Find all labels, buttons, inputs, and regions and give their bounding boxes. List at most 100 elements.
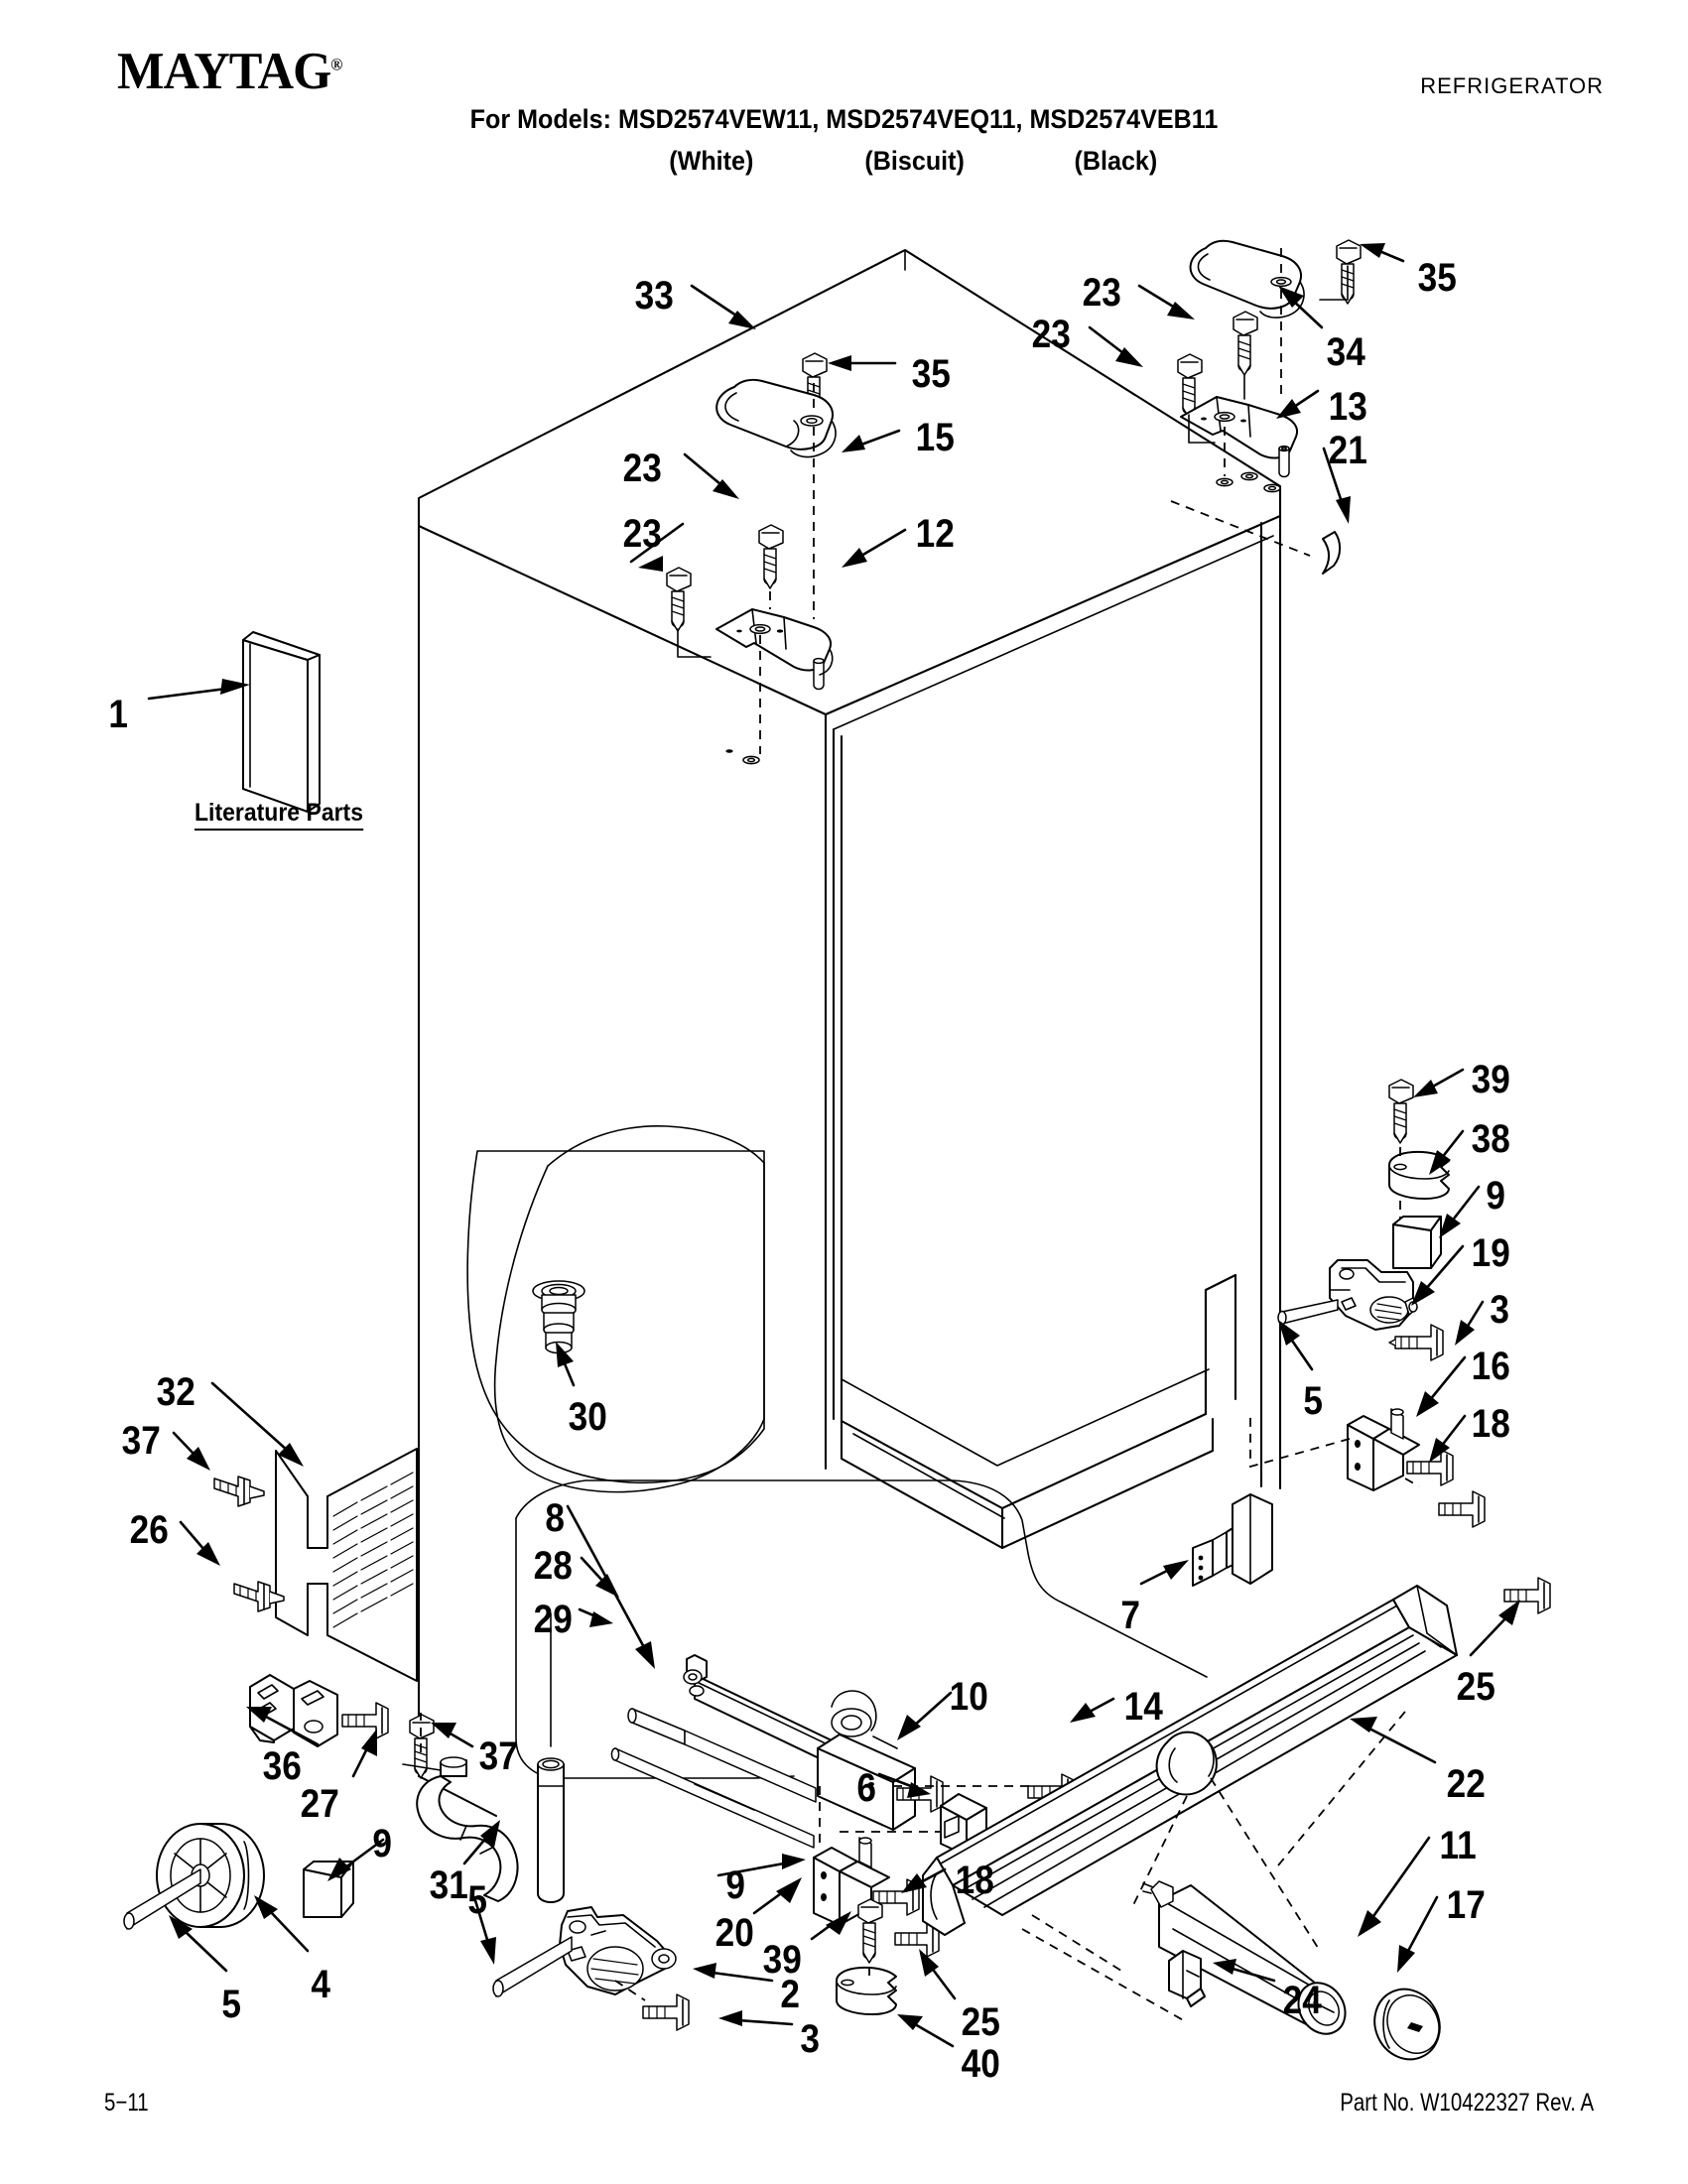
part-15-top-hinge-cover	[715, 378, 837, 458]
part-9-spacer-bottom-left	[303, 1861, 354, 1918]
cabinet-liner-outline	[466, 1150, 765, 1484]
callout-2: 2	[780, 1973, 800, 2016]
maytag-logo: MAYTAG®	[117, 42, 342, 101]
callout-9-center: 9	[725, 1863, 745, 1907]
callout-39-bottom: 39	[762, 1938, 802, 1982]
part-26-grille-screw-lower	[233, 1581, 285, 1612]
liner-contour	[493, 1124, 765, 1493]
page-number: 5−11	[104, 2089, 149, 2117]
part-9-spacer-right-mid	[1392, 1216, 1442, 1269]
part-5-hinge-pin-right-mid	[1277, 1299, 1339, 1326]
callout-5-bottom-left: 5	[221, 1983, 241, 2026]
callout-35-right: 35	[1417, 256, 1457, 300]
callout-32: 32	[156, 1370, 195, 1414]
part-13-top-hinge-bracket-right	[1180, 396, 1298, 478]
callout-3-right: 3	[1490, 1288, 1509, 1332]
part-4-roller-wheel	[156, 1823, 265, 1928]
callout-18-right: 18	[1471, 1402, 1510, 1446]
callout-22: 22	[1446, 1762, 1486, 1806]
part-5-roller-axle-left	[123, 1868, 201, 1930]
callout-3-bottom: 3	[800, 2017, 820, 2061]
callout-9-bottom-left: 9	[372, 1822, 392, 1865]
callout-26: 26	[129, 1508, 169, 1552]
part-25-screw-center	[894, 1920, 940, 1958]
callout-29: 29	[533, 1598, 573, 1641]
part-23-hinge-screw-left-upper	[758, 524, 784, 589]
callout-36: 36	[262, 1744, 302, 1788]
part-27-bracket-screw	[341, 1702, 389, 1739]
part-22-base-grille	[922, 1585, 1458, 1936]
part-7-mounting-bracket	[1192, 1493, 1273, 1587]
alignment-dash-clip	[1031, 1914, 1122, 1972]
part-2-lower-hinge	[559, 1906, 677, 1995]
callout-8: 8	[545, 1496, 565, 1540]
part-29-water-tube-lower	[610, 1747, 815, 1849]
alignment-dash-21	[1170, 500, 1311, 557]
callout-34: 34	[1326, 330, 1365, 374]
literature-parts-caption: Literature Parts	[195, 799, 364, 831]
part-21-drain-tube	[1322, 531, 1342, 575]
callout-28: 28	[533, 1544, 573, 1588]
alignment-dash-18	[1404, 1477, 1420, 1487]
callout-31: 31	[429, 1863, 468, 1907]
callout-1: 1	[108, 693, 128, 736]
registered-trademark-symbol: ®	[330, 55, 342, 74]
part-32-toe-grille	[275, 1448, 418, 1682]
callout-30: 30	[568, 1395, 607, 1439]
part-31-drain-hose	[402, 1756, 519, 1902]
callout-6: 6	[856, 1766, 876, 1810]
callout-4: 4	[311, 1963, 330, 2006]
part-35-hinge-screw-right	[1336, 239, 1362, 305]
callout-25-bottom: 25	[961, 2000, 1000, 2044]
cabinet-hole-b	[725, 749, 733, 753]
callout-5-bottom-mid: 5	[467, 1878, 487, 1922]
part-40-leveler-cam	[836, 1966, 897, 2015]
callout-23-c: 23	[1082, 271, 1121, 315]
part-23-hinge-screw-right-upper	[1233, 311, 1258, 376]
part-19-center-hinge	[1329, 1259, 1418, 1331]
callout-27: 27	[300, 1782, 339, 1826]
part-10-water-valve-bracket	[817, 1690, 916, 1831]
screw-guide-right-23b	[1188, 414, 1216, 444]
callout-12: 12	[915, 512, 955, 556]
callout-5-right: 5	[1303, 1379, 1323, 1423]
part-11-water-filter	[1142, 1880, 1347, 2035]
part-3-screw-right-mid	[1388, 1324, 1444, 1361]
brand-wordmark: MAYTAG	[117, 43, 331, 100]
callout-39-right: 39	[1471, 1058, 1510, 1101]
grille-louvers	[332, 1472, 414, 1628]
part-36-drain-bracket	[249, 1674, 338, 1747]
callout-21: 21	[1328, 429, 1367, 472]
part-30-light-socket	[532, 1280, 585, 1354]
callout-18-center: 18	[955, 1859, 994, 1902]
part-34-top-hinge-cover-right	[1189, 239, 1305, 319]
part-18-screw-right-lower	[1438, 1490, 1486, 1528]
models-line: For Models: MSD2574VEW11, MSD2574VEQ11, …	[469, 104, 1219, 134]
leader-lines	[147, 243, 1520, 2048]
alignment-dash-filter	[1132, 1795, 1188, 1906]
part-39-screw-bottom	[857, 1898, 883, 1964]
color-option-biscuit: (Biscuit)	[864, 146, 965, 176]
callout-38: 38	[1471, 1117, 1510, 1161]
part-24-filter-clip	[1168, 1950, 1206, 2007]
callout-13: 13	[1328, 385, 1367, 429]
callout-25-right: 25	[1456, 1665, 1495, 1709]
part-12-top-hinge-bracket	[715, 608, 834, 691]
callout-37-bottom: 37	[478, 1734, 518, 1778]
alignment-dash-filter-b	[1210, 1777, 1321, 1952]
category-label: REFRIGERATOR	[1420, 73, 1604, 98]
screw-guide-left	[677, 628, 712, 658]
callout-20: 20	[714, 1911, 754, 1955]
callout-16: 16	[1471, 1345, 1510, 1388]
part-18-screw-right-upper	[1406, 1449, 1454, 1486]
callout-23-a: 23	[622, 447, 662, 490]
callout-37-left: 37	[121, 1419, 161, 1463]
callout-10: 10	[949, 1675, 988, 1719]
part-39-screw-right-mid	[1388, 1079, 1414, 1144]
callout-24: 24	[1282, 1979, 1322, 2022]
part-1-literature-booklet	[242, 631, 321, 813]
part-37-screw-bottom	[409, 1714, 435, 1779]
alignment-dash-grille	[1277, 1706, 1410, 1866]
part-37-grille-screw-upper	[213, 1476, 265, 1507]
